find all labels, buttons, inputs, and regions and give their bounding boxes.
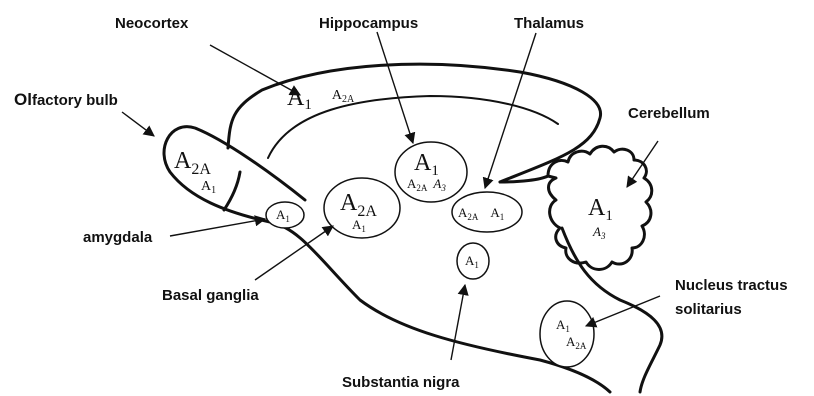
label-nucleus-tractus-2: solitarius xyxy=(675,301,742,318)
label-nucleus-tractus-1: Nucleus tractus xyxy=(675,277,788,294)
neocortex-receptors: A1 A2A xyxy=(287,85,355,113)
label-thalamus: Thalamus xyxy=(514,15,584,32)
arrow-neocortex xyxy=(210,45,300,95)
label-amygdala: amygdala xyxy=(83,229,153,246)
arrow-hippocampus xyxy=(377,32,413,143)
arrow-olfactory xyxy=(122,112,154,136)
olfactory-receptor-major: A2A xyxy=(174,148,211,178)
label-hippocampus: Hippocampus xyxy=(319,15,418,32)
cerebellum-receptor-minor: A3 xyxy=(592,224,606,241)
label-cerebellum: Cerebellum xyxy=(628,105,710,122)
label-basal-ganglia: Basal ganglia xyxy=(162,287,259,304)
arrow-amygdala xyxy=(170,219,265,236)
arrow-cerebellum xyxy=(627,141,658,187)
label-neocortex: Neocortex xyxy=(115,15,189,32)
label-substantia-nigra: Substantia nigra xyxy=(342,374,460,391)
label-olfactory-bulb: Olfactory bulb xyxy=(14,90,118,109)
cerebellum-receptor-major: A1 xyxy=(588,195,613,224)
olfactory-receptor-minor: A1 xyxy=(201,179,216,196)
arrow-substantia-nigra xyxy=(451,285,465,360)
